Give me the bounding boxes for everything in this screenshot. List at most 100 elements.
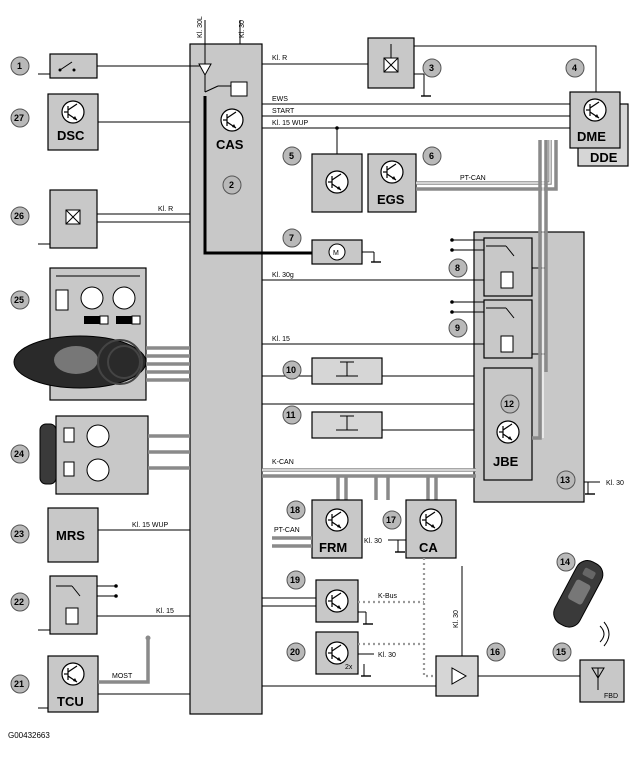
kl30-top-label: Kl. 30 xyxy=(239,20,246,38)
fbd-receiver-15 xyxy=(579,659,625,703)
svg-text:20: 20 xyxy=(290,647,300,657)
callout-2: 2 xyxy=(222,175,242,195)
tcu-label: TCU xyxy=(57,694,84,709)
callout-13: 13 xyxy=(556,470,576,490)
callout-5: 5 xyxy=(282,146,302,166)
callout-9: 9 xyxy=(448,318,468,338)
callout-26: 26 xyxy=(10,206,30,226)
svg-text:13: 13 xyxy=(560,475,570,485)
svg-text:17: 17 xyxy=(386,515,396,525)
callout-19: 19 xyxy=(286,570,306,590)
dde-label: DDE xyxy=(590,150,618,165)
kl30-ca-label: Kl. 30 xyxy=(364,538,382,545)
svg-text:27: 27 xyxy=(14,113,24,123)
ptcan-top-label: PT-CAN xyxy=(460,175,486,182)
callout-24: 24 xyxy=(10,444,30,464)
svg-text:2: 2 xyxy=(229,180,234,190)
ignition-harness xyxy=(146,346,190,382)
dme-label: DME xyxy=(577,129,606,144)
svg-text:10: 10 xyxy=(286,365,296,375)
callout-3: 3 xyxy=(422,58,442,78)
callout-20: 20 xyxy=(286,642,306,662)
callout-27: 27 xyxy=(10,108,30,128)
frm-label: FRM xyxy=(319,540,347,555)
kl15-mid-label: Kl. 15 xyxy=(272,336,290,343)
svg-text:16: 16 xyxy=(490,647,500,657)
kl30-vert-label: Kl. 30 xyxy=(453,610,460,628)
dsc-label: DSC xyxy=(57,128,85,143)
svg-text:12: 12 xyxy=(504,399,514,409)
cas-label: CAS xyxy=(216,137,244,152)
mrs-label: MRS xyxy=(56,528,85,543)
kl30l-label: Kl. 30L xyxy=(197,16,204,38)
kl30-13-label: Kl. 30 xyxy=(606,480,624,487)
svg-text:18: 18 xyxy=(290,505,300,515)
svg-text:14: 14 xyxy=(560,557,570,567)
cas-module xyxy=(189,43,263,715)
most-label: MOST xyxy=(112,673,133,680)
svg-text:4: 4 xyxy=(572,63,577,73)
svg-text:8: 8 xyxy=(455,263,460,273)
callout-15: 15 xyxy=(552,642,572,662)
kl15-22-label: Kl. 15 xyxy=(156,608,174,615)
callout-25: 25 xyxy=(10,290,30,310)
relay-26 xyxy=(49,189,98,249)
ignition-internals xyxy=(55,275,141,325)
callout-17: 17 xyxy=(382,510,402,530)
module-20 xyxy=(315,631,359,675)
ptcan-frm-label: PT-CAN xyxy=(274,527,300,534)
callouts: 1 2 3 4 5 6 7 8 9 10 11 12 13 14 15 16 1… xyxy=(10,56,585,694)
svg-text:23: 23 xyxy=(14,529,24,539)
jbe-label: JBE xyxy=(493,454,519,469)
callout-8: 8 xyxy=(448,258,468,278)
svg-text:19: 19 xyxy=(290,575,300,585)
motor-label: M xyxy=(333,250,339,257)
svg-text:22: 22 xyxy=(14,597,24,607)
svg-text:1: 1 xyxy=(17,61,22,71)
ews-label: EWS xyxy=(272,96,288,103)
callout-6: 6 xyxy=(422,146,442,166)
ca-label: CA xyxy=(419,540,438,555)
svg-text:6: 6 xyxy=(429,151,434,161)
relay-22 xyxy=(49,575,98,635)
callout-14: 14 xyxy=(556,552,576,572)
callout-12: 12 xyxy=(500,394,520,414)
fbd-label: FBD xyxy=(604,693,618,700)
kcan-label: K-CAN xyxy=(272,459,294,466)
svg-text:5: 5 xyxy=(289,151,294,161)
key-in-slot-icon xyxy=(13,335,147,389)
svg-text:9: 9 xyxy=(455,323,460,333)
svg-text:25: 25 xyxy=(14,295,24,305)
svg-text:3: 3 xyxy=(429,63,434,73)
callout-1: 1 xyxy=(10,56,30,76)
kbus-label: K-Bus xyxy=(378,593,398,600)
callout-22: 22 xyxy=(10,592,30,612)
kl15wup-top-label: Kl. 15 WUP xyxy=(272,120,309,127)
svg-text:11: 11 xyxy=(286,410,296,420)
callout-4: 4 xyxy=(565,58,585,78)
svg-text:24: 24 xyxy=(14,449,24,459)
kl15wup-23-label: Kl. 15 WUP xyxy=(132,522,169,529)
callout-18: 18 xyxy=(286,500,306,520)
callout-11: 11 xyxy=(282,405,302,425)
svg-text:7: 7 xyxy=(289,233,294,243)
callout-10: 10 xyxy=(282,360,302,380)
start-label: START xyxy=(272,108,295,115)
mrs-module xyxy=(47,507,99,563)
egs-label: EGS xyxy=(377,192,405,207)
callout-23: 23 xyxy=(10,524,30,544)
callout-21: 21 xyxy=(10,674,30,694)
klr-top-label: Kl. R xyxy=(272,55,287,62)
kl30-20-label: Kl. 30 xyxy=(378,652,396,659)
klr-26-label: Kl. R xyxy=(158,206,173,213)
callout-16: 16 xyxy=(486,642,506,662)
kl30g-label: Kl. 30g xyxy=(272,272,294,279)
svg-text:26: 26 xyxy=(14,211,24,221)
callout-7: 7 xyxy=(282,228,302,248)
x2-label: 2x xyxy=(345,664,353,671)
svg-text:15: 15 xyxy=(556,647,566,657)
switch-1 xyxy=(49,53,98,79)
svg-text:21: 21 xyxy=(14,679,24,689)
figure-id: G00432663 xyxy=(8,731,50,740)
